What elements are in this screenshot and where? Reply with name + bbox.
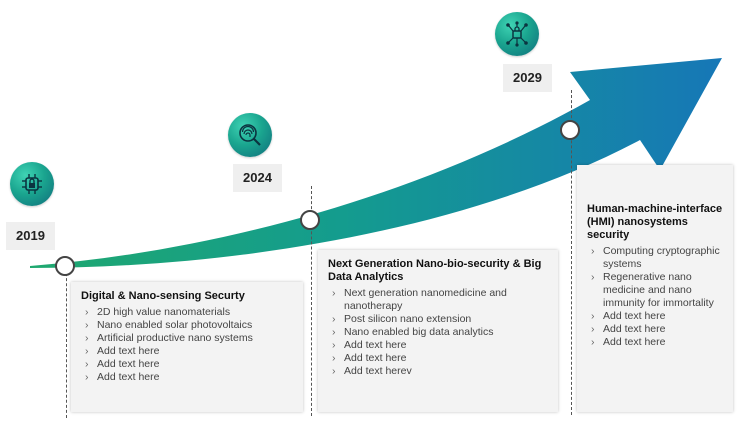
fingerprint-search-icon — [228, 113, 272, 157]
guide-line-2019 — [66, 268, 67, 418]
lock-circuit-icon — [10, 162, 54, 206]
card-list: 2D high value nanomaterials Nano enabled… — [81, 306, 293, 384]
card-list: Next generation nanomedicine and nanothe… — [328, 287, 548, 378]
milestone-dot-2019 — [55, 256, 75, 276]
card-list: Computing cryptographic systems Regenera… — [587, 245, 723, 349]
year-label-2024: 2024 — [233, 164, 282, 192]
card-title: Digital & Nano-sensing Securty — [81, 290, 245, 302]
list-item: 2D high value nanomaterials — [81, 306, 293, 319]
milestone-dot-2024 — [300, 210, 320, 230]
list-item: Artificial productive nano systems — [81, 332, 293, 345]
list-item: Add text here — [587, 323, 723, 336]
list-item: Computing cryptographic systems — [587, 245, 723, 271]
milestone-card-2019: Digital & Nano-sensing Securty 2D high v… — [71, 282, 303, 412]
list-item: Next generation nanomedicine and nanothe… — [328, 287, 548, 313]
year-label-2029: 2029 — [503, 64, 552, 92]
network-lock-icon — [495, 12, 539, 56]
milestone-dot-2029 — [560, 120, 580, 140]
card-title: Human-machine-interface (HMI) nanosystem… — [587, 203, 723, 241]
list-item: Nano enabled big data analytics — [328, 326, 548, 339]
list-item: Add text here — [81, 345, 293, 358]
milestone-card-2029: Human-machine-interface (HMI) nanosystem… — [577, 165, 733, 412]
list-item: Nano enabled solar photovoltaics — [81, 319, 293, 332]
list-item: Add text here — [328, 339, 548, 352]
list-item: Add text here — [587, 310, 723, 323]
list-item: Add text here — [81, 358, 293, 371]
guide-line-2029 — [571, 90, 572, 415]
year-label-2019: 2019 — [6, 222, 55, 250]
list-item: Add text here — [328, 352, 548, 365]
list-item: Post silicon nano extension — [328, 313, 548, 326]
list-item: Add text here — [81, 371, 293, 384]
card-title: Next Generation Nano-bio-security & Big … — [328, 258, 542, 283]
milestone-card-2024: Next Generation Nano-bio-security & Big … — [318, 250, 558, 412]
list-item: Regenerative nano medicine and nano immu… — [587, 271, 723, 310]
guide-line-2024 — [311, 186, 312, 416]
list-item: Add text herev — [328, 365, 548, 378]
list-item: Add text here — [587, 336, 723, 349]
